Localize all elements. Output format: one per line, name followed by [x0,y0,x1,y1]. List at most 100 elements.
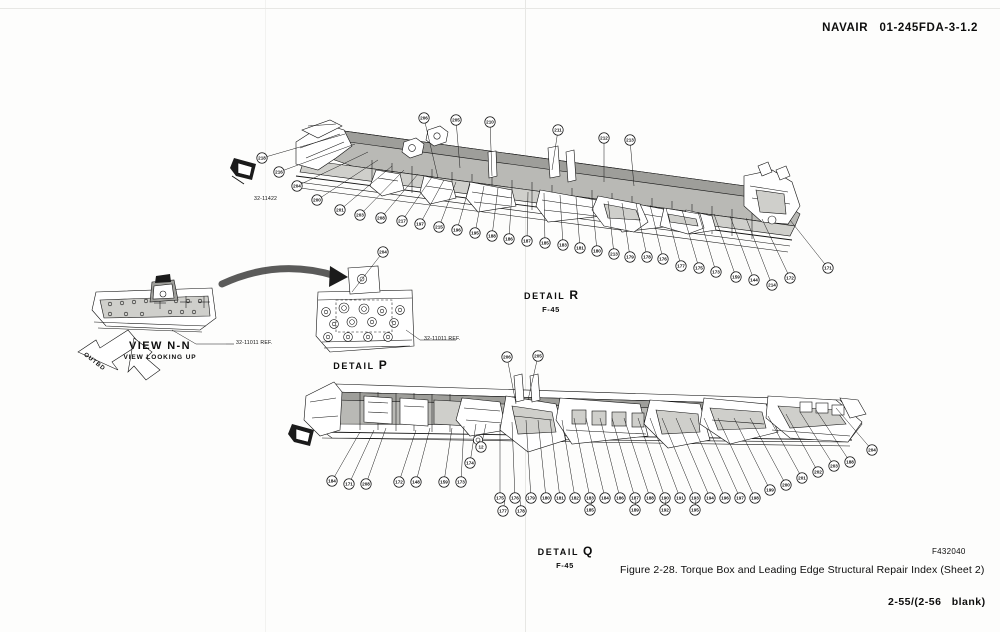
callout-balloon[interactable] [540,492,552,504]
callout-balloon[interactable] [659,504,671,516]
callout-balloon[interactable] [501,351,513,363]
callout-balloon[interactable] [629,504,641,516]
callout-balloon[interactable] [657,253,669,265]
callout-leader-line [573,417,591,499]
callout-balloon[interactable] [644,492,656,504]
callout-balloon[interactable] [866,444,878,456]
callout-balloon[interactable] [354,209,366,221]
callout-number: 196 [453,228,461,233]
callout-balloon[interactable] [410,476,422,488]
callout-balloon[interactable] [689,492,701,504]
callout-balloon[interactable] [730,271,742,283]
callout-balloon[interactable] [484,116,496,128]
callout-balloon[interactable] [766,279,778,291]
callout-number: 159 [440,480,448,485]
callout-balloon[interactable] [515,505,527,517]
callout-balloon[interactable] [598,132,610,144]
callout-balloon[interactable] [674,492,686,504]
callout-balloon[interactable] [503,233,515,245]
callout-balloon[interactable] [552,124,564,136]
callout-balloon[interactable] [393,476,405,488]
callout-number: 148 [412,480,420,485]
callout-balloon[interactable] [273,166,285,178]
callout-balloon[interactable] [764,484,776,496]
callout-balloon[interactable] [451,224,463,236]
callout-balloon[interactable] [469,227,481,239]
callout-balloon[interactable] [455,476,467,488]
callout-leader-line [637,417,666,499]
callout-balloon[interactable] [693,262,705,274]
callout-balloon[interactable] [584,492,596,504]
callout-balloon[interactable] [521,235,533,247]
callout-number: 182 [571,496,579,501]
callout-leader-line [585,417,606,499]
callout-balloon[interactable] [704,492,716,504]
callout-balloon[interactable] [334,204,346,216]
callout-balloon[interactable] [749,492,761,504]
callout-balloon[interactable] [532,350,544,362]
callout-balloon[interactable] [822,262,834,274]
callout-balloon[interactable] [608,248,620,260]
callout-balloon[interactable] [557,239,569,251]
callout-balloon[interactable] [629,492,641,504]
callout-balloon[interactable] [464,457,476,469]
callout-balloon[interactable] [780,479,792,491]
callout-balloon[interactable] [641,251,653,263]
callout-balloon[interactable] [438,476,450,488]
callout-balloon[interactable] [360,478,372,490]
callout-balloon[interactable] [614,492,626,504]
callout-number: 193 [691,496,699,501]
callout-balloon[interactable] [525,492,537,504]
callout-balloon[interactable] [599,492,611,504]
callout-balloon[interactable] [256,152,268,164]
callout-balloon[interactable] [433,221,445,233]
callout-balloon[interactable] [377,246,389,258]
callout-balloon[interactable] [311,194,323,206]
detail-p-title: DETAIL P [300,358,420,372]
callout-balloon[interactable] [591,245,603,257]
callout-balloon[interactable] [584,504,596,516]
callout-balloon[interactable] [375,212,387,224]
callout-balloon[interactable] [396,215,408,227]
callout-number: 172 [786,276,794,281]
callout-number: 206 [503,355,511,360]
callout-balloon[interactable] [574,242,586,254]
callout-balloon[interactable] [710,266,722,278]
callout-balloon[interactable] [689,504,701,516]
callout-leader-line [729,215,755,281]
callout-balloon[interactable] [486,230,498,242]
callout-balloon[interactable] [734,492,746,504]
callout-balloon[interactable] [539,237,551,249]
callout-balloon[interactable] [828,460,840,472]
callout-balloon[interactable] [291,180,303,192]
callout-number: 218 [258,156,266,161]
lower-leading-edge-assembly [288,373,867,453]
callout-leader-line [799,411,835,467]
callout-balloon[interactable] [475,441,487,453]
callout-balloon[interactable] [796,472,808,484]
callout-balloon[interactable] [497,505,509,517]
callout-balloon[interactable] [675,260,687,272]
callout-balloon[interactable] [624,251,636,263]
callout-balloon[interactable] [418,112,430,124]
callout-leader-line [443,427,453,483]
callout-balloon[interactable] [509,492,521,504]
callout-balloon[interactable] [719,492,731,504]
callout-balloon[interactable] [326,475,338,487]
upper-assembly-reference-note: 32-11422 [254,196,278,202]
callout-balloon[interactable] [659,492,671,504]
callout-balloon[interactable] [494,492,506,504]
callout-number: 188 [646,496,654,501]
callout-balloon[interactable] [450,114,462,126]
callout-balloon[interactable] [844,456,856,468]
callout-balloon[interactable] [414,218,426,230]
callout-balloon[interactable] [624,134,636,146]
callout-balloon[interactable] [569,492,581,504]
callout-balloon[interactable] [554,492,566,504]
callout-balloon[interactable] [784,272,796,284]
callout-balloon[interactable] [343,478,355,490]
callout-balloon[interactable] [812,466,824,478]
callout-balloon[interactable] [748,274,760,286]
callout-leader-line [423,117,439,179]
